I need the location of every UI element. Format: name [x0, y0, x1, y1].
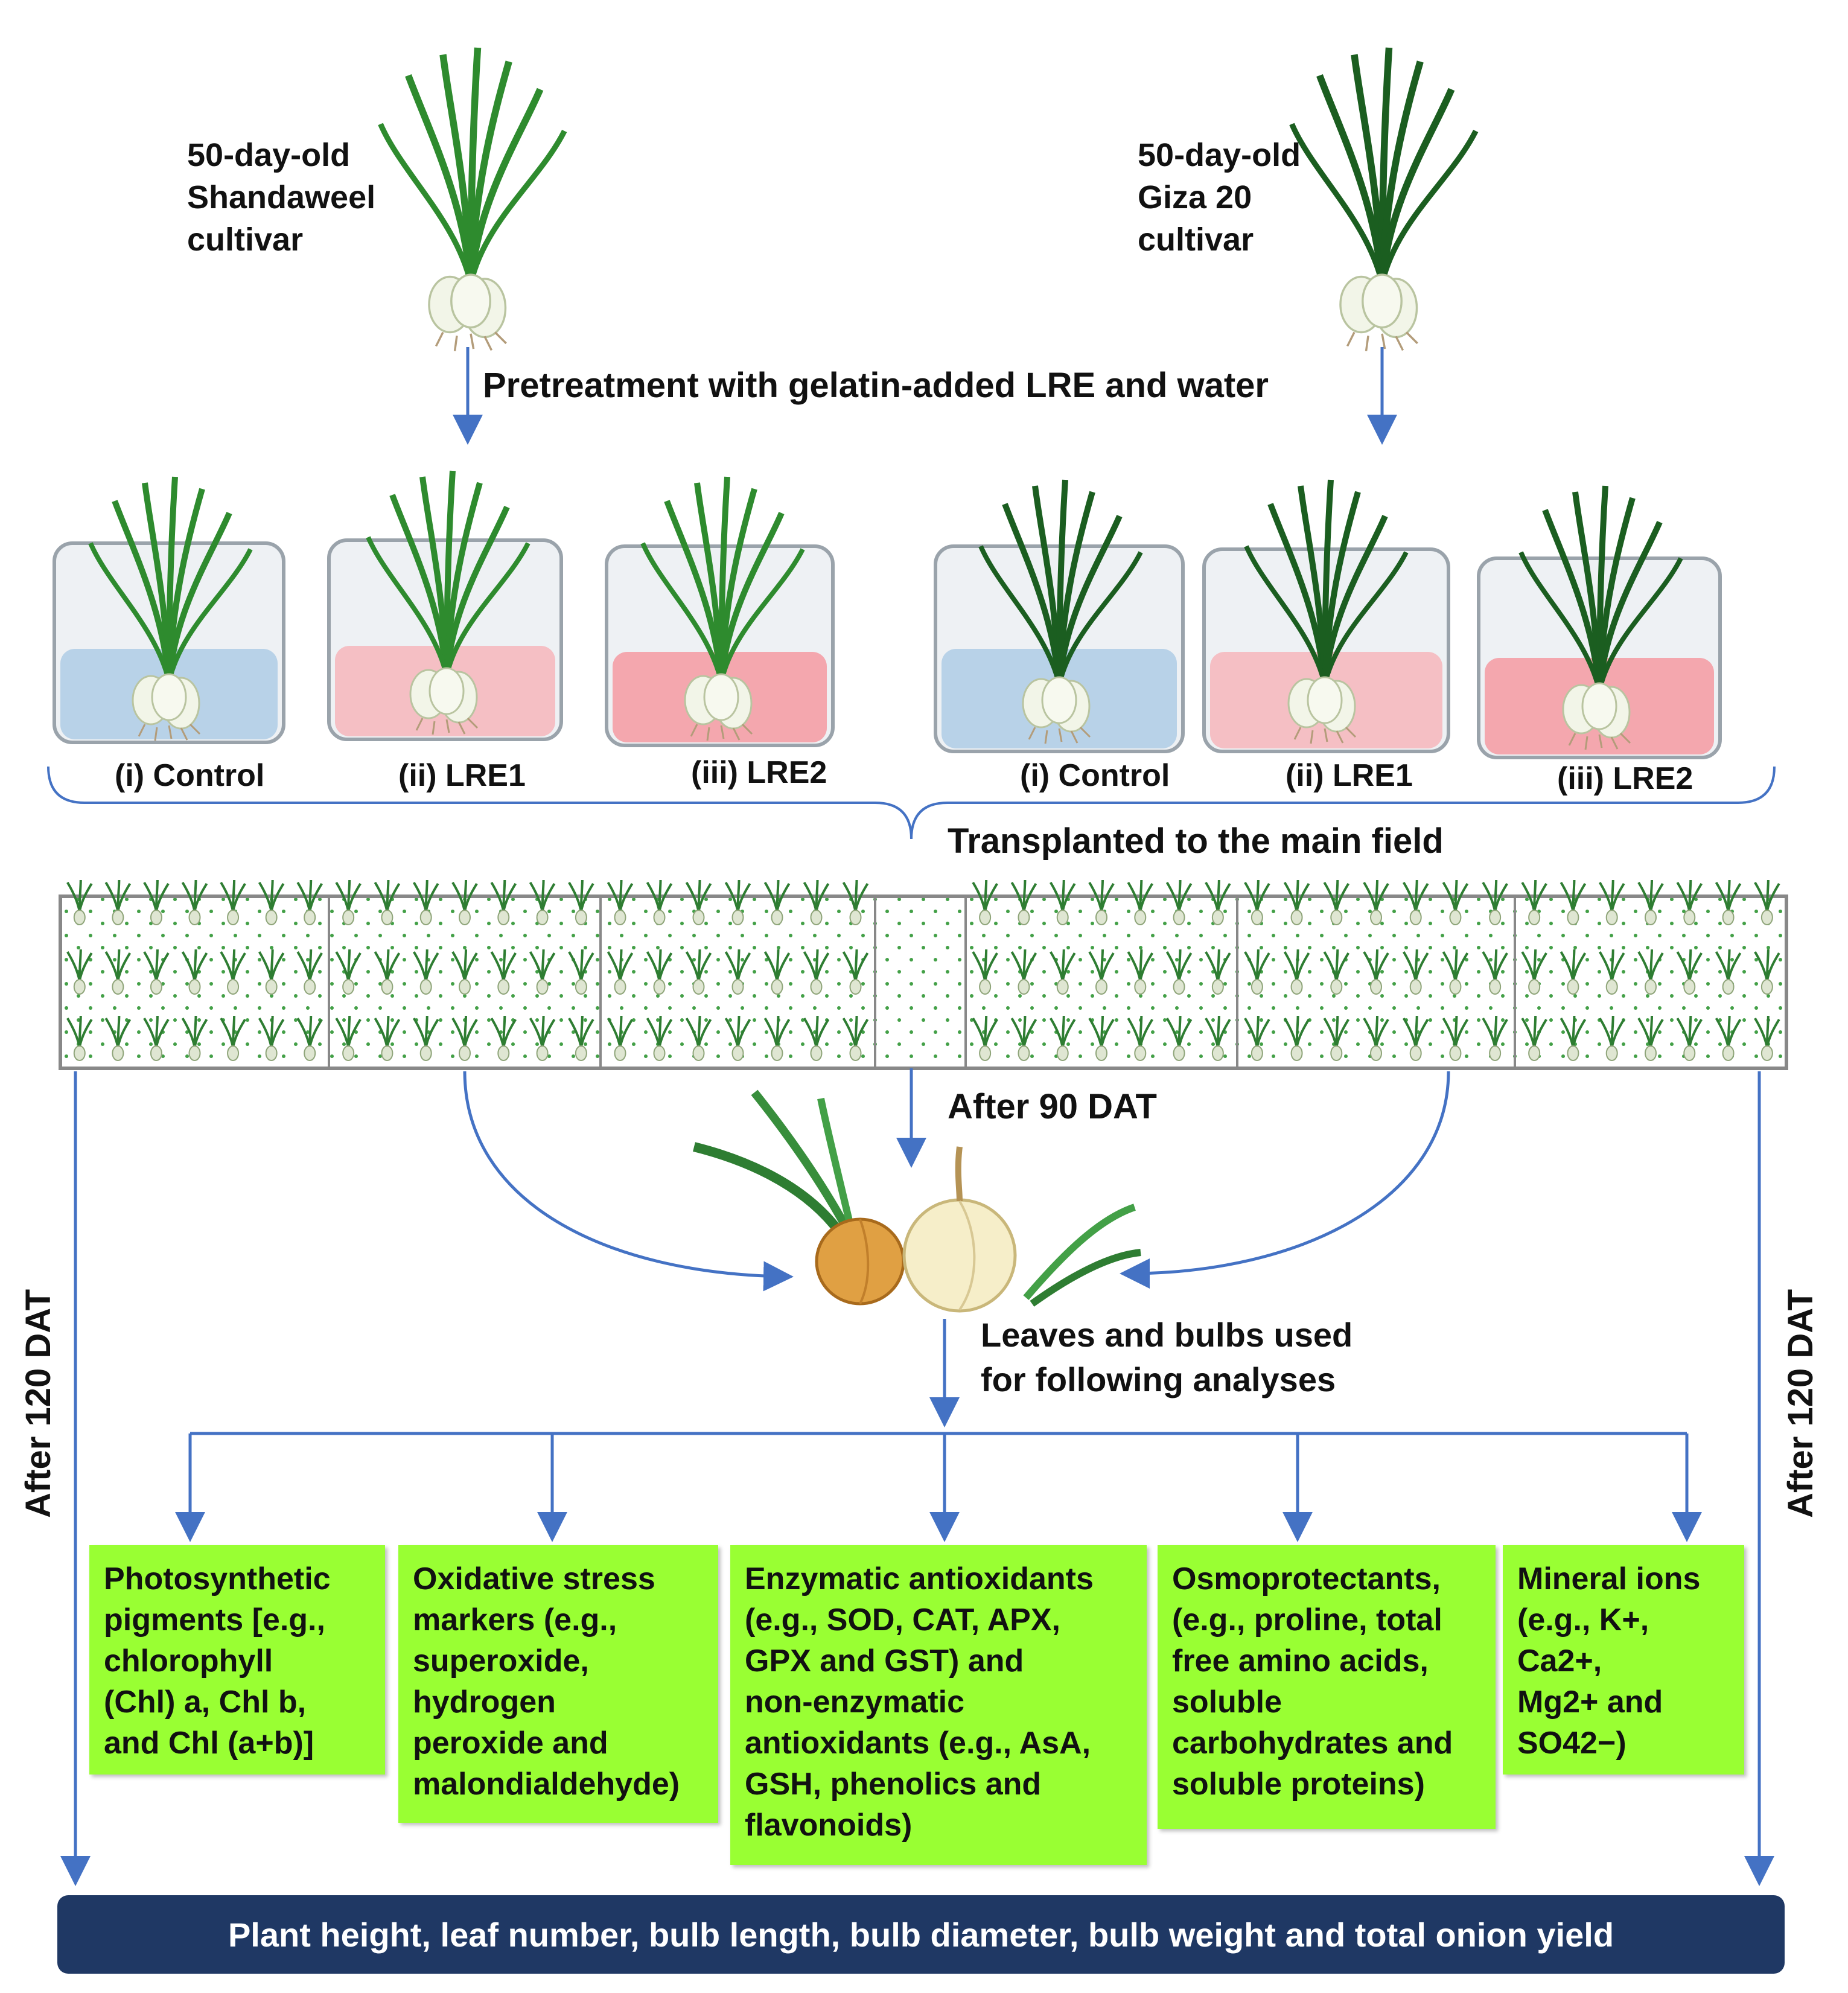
- box4-line5: carbohydrates and: [1172, 1726, 1453, 1761]
- leaves-bulbs-label: Leaves and bulbs used for following anal…: [981, 1313, 1353, 1402]
- after120-right-label: After 120 DAT: [1781, 1289, 1820, 1518]
- beaker-label-1: (i) Control: [115, 758, 265, 793]
- leaves-bulbs-line2: for following analyses: [981, 1360, 1336, 1398]
- arrow-curve-right: [1120, 1071, 1450, 1289]
- analysis-box-osmoprotectants: Osmoprotectants, (e.g., proline, total f…: [1158, 1545, 1496, 1829]
- leaves-bulbs-line1: Leaves and bulbs used: [981, 1316, 1353, 1354]
- box1-line1: Photosynthetic: [104, 1561, 331, 1596]
- left-cultivar-line1: 50-day-old: [187, 137, 351, 173]
- after90-label: After 90 DAT: [948, 1087, 1157, 1126]
- left-cultivar-line3: cultivar: [187, 222, 304, 258]
- box4-line2: (e.g., proline, total: [1172, 1602, 1442, 1637]
- beaker-graphics: [53, 538, 1722, 759]
- box5-line2: (e.g., K+, Ca2+,: [1517, 1602, 1649, 1679]
- box4-line1: Osmoprotectants,: [1172, 1561, 1441, 1596]
- beaker-label-5: (ii) LRE1: [1286, 758, 1413, 793]
- box2-line5: peroxide and: [413, 1726, 608, 1761]
- box3-line7: flavonoids): [745, 1808, 913, 1843]
- box5-line4: SO42−): [1517, 1726, 1627, 1761]
- beaker-label-4: (i) Control: [1020, 758, 1170, 793]
- harvested-onions-icon: [693, 1089, 1141, 1313]
- analysis-box-antioxidants: Enzymatic antioxidants (e.g., SOD, CAT, …: [730, 1545, 1147, 1865]
- box1-line4: (Chl) a, Chl b,: [104, 1685, 307, 1720]
- box3-line6: GSH, phenolics and: [745, 1767, 1042, 1802]
- right-cultivar-line1: 50-day-old: [1138, 137, 1301, 173]
- shandaweel-plant-icon: [381, 48, 565, 351]
- field-graphic: [59, 894, 1788, 1070]
- box3-line1: Enzymatic antioxidants: [745, 1561, 1094, 1596]
- box1-line5: and Chl (a+b)]: [104, 1726, 314, 1761]
- box2-line1: Oxidative stress: [413, 1561, 655, 1596]
- box4-line4: soluble: [1172, 1685, 1282, 1720]
- box4-line6: soluble proteins): [1172, 1767, 1425, 1802]
- box5-line3: Mg2+ and: [1517, 1685, 1663, 1720]
- left-cultivar-label: 50-day-old Shandaweel cultivar: [187, 134, 375, 261]
- analysis-box-minerals: Mineral ions (e.g., K+, Ca2+, Mg2+ and S…: [1503, 1545, 1744, 1775]
- after120-left-label: After 120 DAT: [19, 1289, 58, 1518]
- beaker-label-2: (ii) LRE1: [398, 758, 526, 793]
- box1-line2: pigments [e.g.,: [104, 1602, 325, 1637]
- giza20-plant-icon: [1292, 48, 1476, 351]
- box2-line4: hydrogen: [413, 1685, 556, 1720]
- beaker-label-6: (iii) LRE2: [1557, 761, 1693, 796]
- left-cultivar-line2: Shandaweel: [187, 179, 376, 215]
- box3-line3: GPX and GST) and: [745, 1644, 1024, 1679]
- box3-line2: (e.g., SOD, CAT, APX,: [745, 1602, 1060, 1637]
- box1-line3: chlorophyll: [104, 1644, 273, 1679]
- brace: [47, 766, 1776, 840]
- right-cultivar-label: 50-day-old Giza 20 cultivar: [1138, 134, 1301, 261]
- box4-line3: free amino acids,: [1172, 1644, 1429, 1679]
- pretreatment-label: Pretreatment with gelatin-added LRE and …: [483, 366, 1269, 405]
- yield-parameters-bar: Plant height, leaf number, bulb length, …: [57, 1895, 1785, 1974]
- beaker-label-3: (iii) LRE2: [691, 755, 827, 790]
- box2-line2: markers (e.g.,: [413, 1602, 617, 1637]
- yield-parameters-text: Plant height, leaf number, bulb length, …: [228, 1915, 1614, 1954]
- transplant-label: Transplanted to the main field: [948, 821, 1444, 861]
- arrow-curve-left: [463, 1071, 794, 1292]
- box2-line3: superoxide,: [413, 1644, 589, 1679]
- right-cultivar-line3: cultivar: [1138, 222, 1254, 258]
- analysis-box-photosynthetic: Photosynthetic pigments [e.g., chlorophy…: [89, 1545, 385, 1775]
- box5-line1: Mineral ions: [1517, 1561, 1701, 1596]
- box3-line5: antioxidants (e.g., AsA,: [745, 1726, 1091, 1761]
- right-cultivar-line2: Giza 20: [1138, 179, 1252, 215]
- box2-line6: malondialdehyde): [413, 1767, 680, 1802]
- box3-line4: non-enzymatic: [745, 1685, 965, 1720]
- analysis-box-oxidative: Oxidative stress markers (e.g., superoxi…: [398, 1545, 718, 1823]
